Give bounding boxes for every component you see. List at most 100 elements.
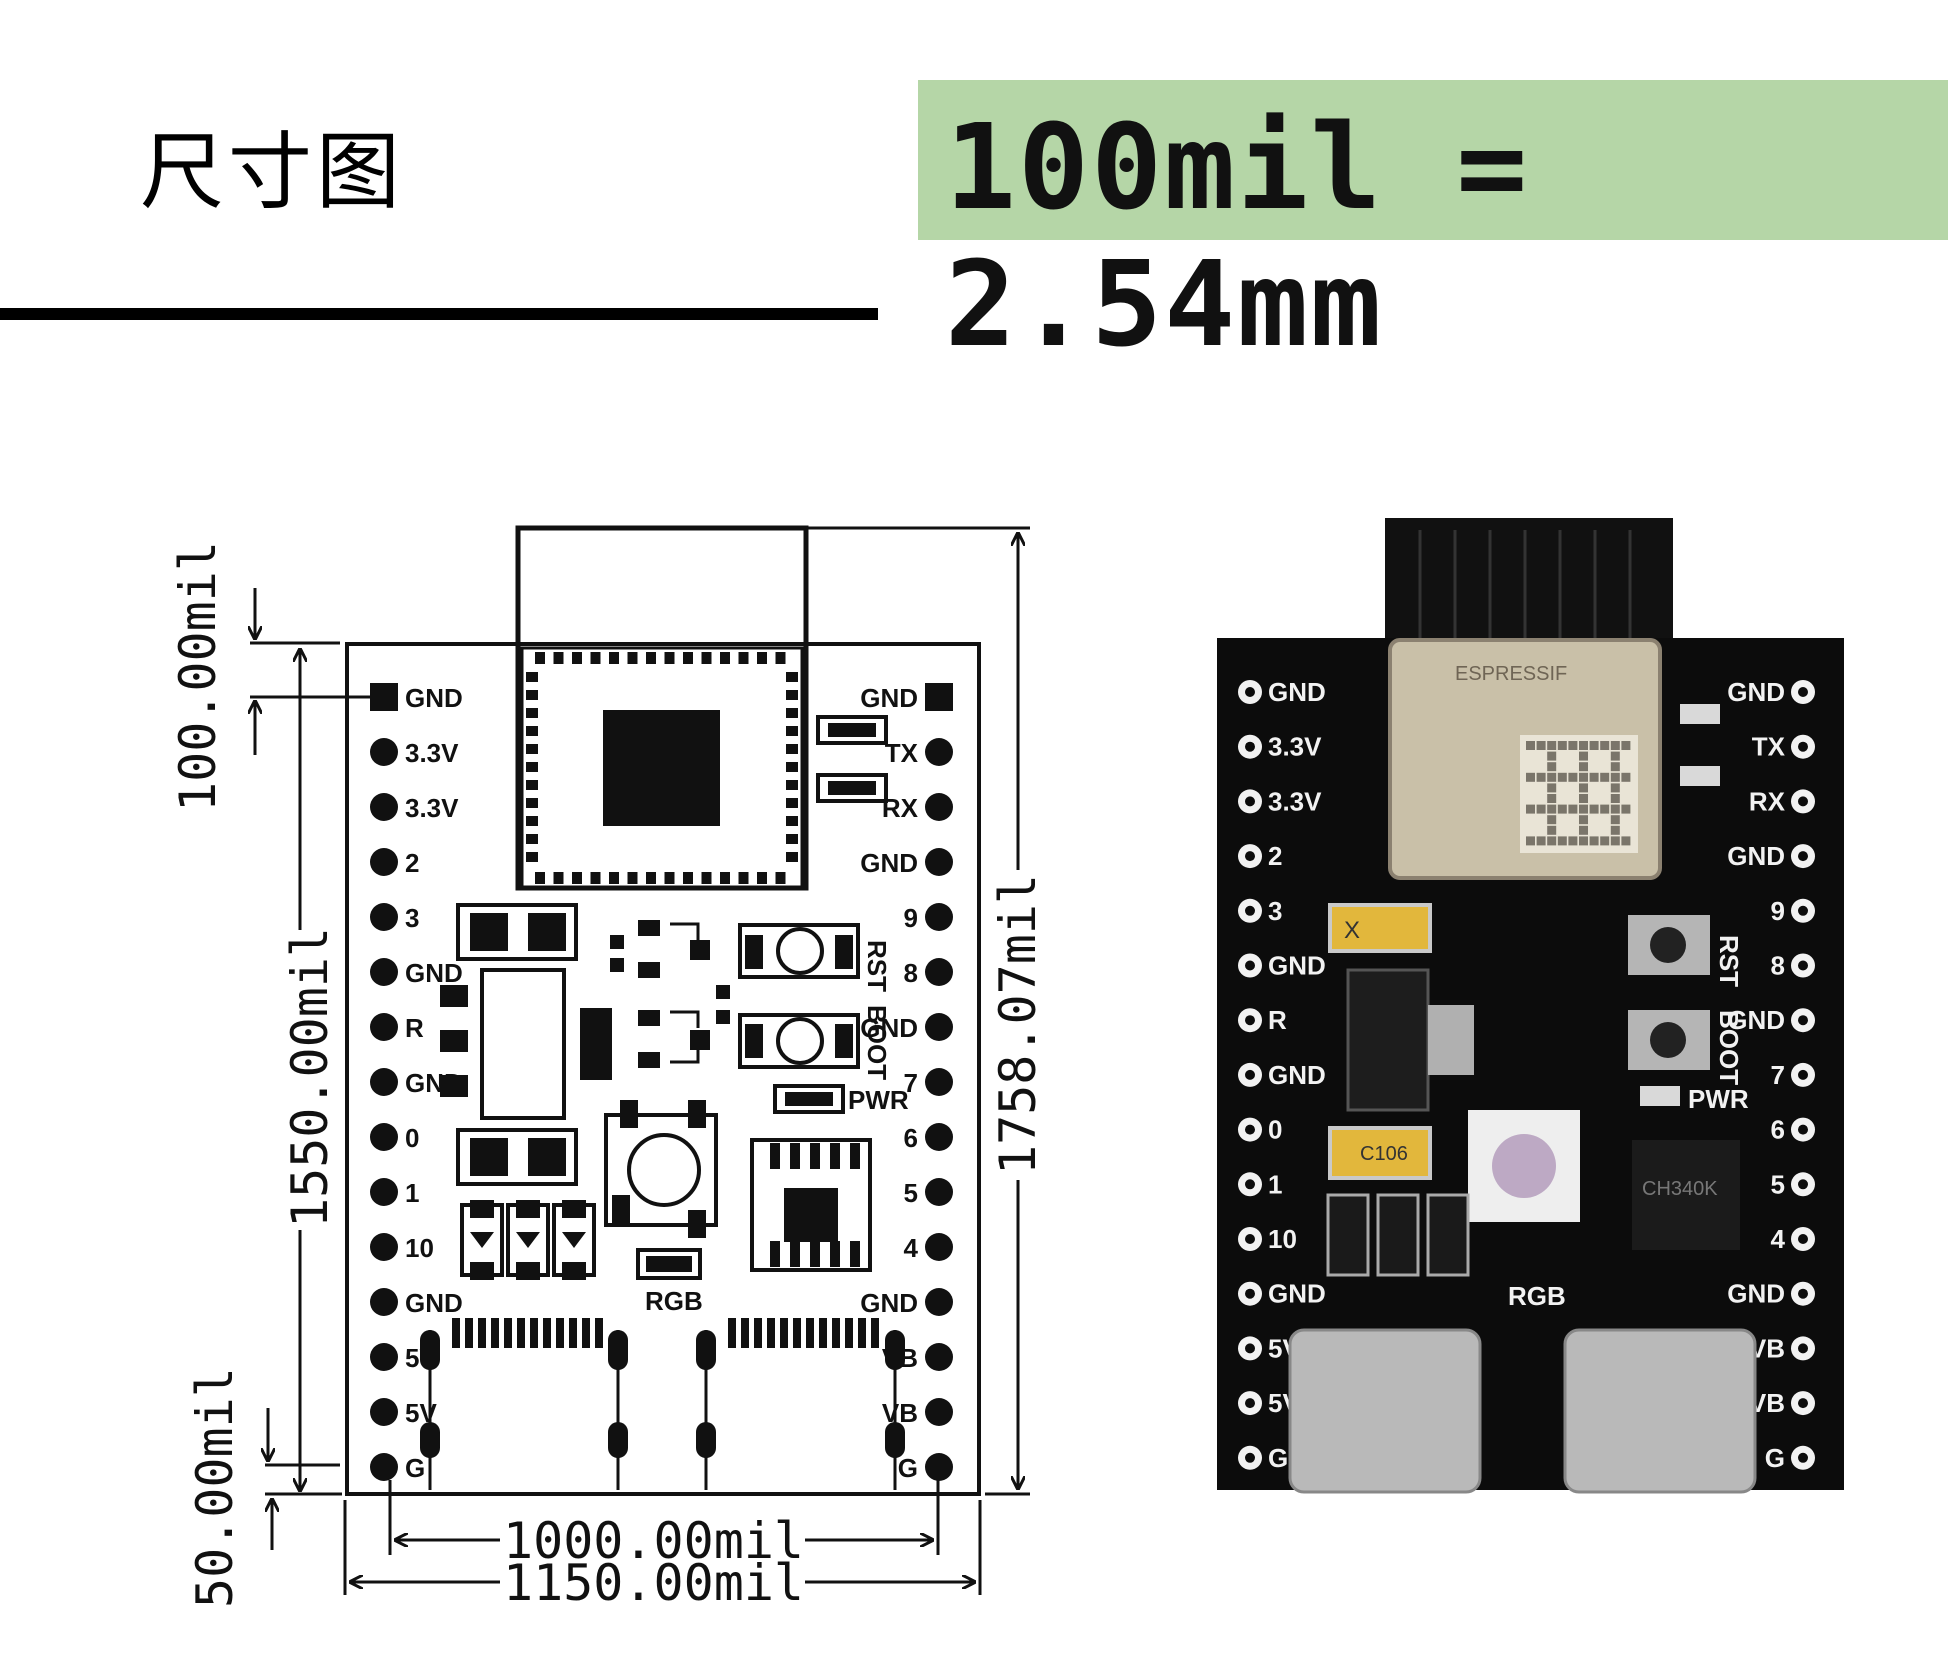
header-pad-right <box>925 1453 953 1481</box>
photo-pin-label-right: 7 <box>1771 1060 1785 1090</box>
pin-label-left: 10 <box>405 1233 434 1263</box>
module-pads <box>520 646 804 890</box>
photo-pin-label-left: 3.3V <box>1268 786 1322 816</box>
photo-pin-label-left: GND <box>1268 1279 1326 1309</box>
pin-label-left: R <box>405 1013 424 1043</box>
header-pad-right <box>925 1233 953 1261</box>
page-title: 尺寸图 <box>140 123 405 221</box>
usb-pin <box>517 1318 525 1348</box>
pin-label-left: 0 <box>405 1123 419 1153</box>
photo-pin-label-left: R <box>1268 1005 1287 1035</box>
photo-cap-small-mark: X <box>1344 917 1360 944</box>
pin-label-right: RX <box>882 793 919 823</box>
module-pad <box>526 834 538 844</box>
left-header-pads <box>370 738 398 1481</box>
photo-pin-label-right: 6 <box>1771 1115 1785 1145</box>
module-pad <box>786 726 798 736</box>
rgb-led-marker <box>636 1248 702 1280</box>
photo-cap-large <box>1328 1126 1432 1180</box>
scale-note-line2: 2.54mm <box>945 235 1384 373</box>
header-pad-left <box>370 793 398 821</box>
pin-label-right: VB <box>882 1398 918 1428</box>
chip-pin <box>830 1143 840 1169</box>
module-pad <box>609 652 619 664</box>
total-height-label: 1758.07mil <box>989 874 1047 1175</box>
photo-rst-label: RST <box>1714 935 1744 987</box>
diode-pad <box>516 1200 540 1218</box>
module-pad <box>526 816 538 826</box>
pin-label-left: 3.3V <box>405 738 459 768</box>
usb-pin <box>858 1318 866 1348</box>
module-pad <box>526 762 538 772</box>
photo-pin-label-right: GND <box>1727 1005 1785 1035</box>
header-pad-left <box>370 1123 398 1151</box>
module-pad <box>535 652 545 664</box>
board-width-label: 1150.00mil <box>503 1554 804 1612</box>
module-pad <box>553 652 564 664</box>
pin-label-left: GND <box>405 683 463 713</box>
gnd-square-pad-right <box>925 683 953 711</box>
usb-pin <box>595 1318 603 1348</box>
usb-pin <box>832 1318 840 1348</box>
module-pad <box>786 708 798 718</box>
photo-module-brand: ESPRESSIF <box>1455 663 1567 685</box>
header-pad-left <box>370 848 398 876</box>
pin-label-left: 1 <box>405 1178 419 1208</box>
module-pad-row <box>526 652 798 884</box>
module-pad <box>646 652 656 664</box>
usb-pin <box>504 1318 512 1348</box>
header-pad-left <box>370 1068 398 1096</box>
module-pad <box>775 872 786 884</box>
pin-label-left: 3 <box>405 903 419 933</box>
diode-symbol <box>562 1232 586 1248</box>
rst-label: RST <box>862 940 892 992</box>
module-pad <box>720 652 730 664</box>
photo-pin-label-right: 5 <box>1771 1169 1785 1199</box>
antenna-traces <box>1418 530 1632 640</box>
rx-led <box>816 773 888 803</box>
chip-pin <box>770 1241 780 1267</box>
photo-boot-label: BOOT <box>1714 1010 1744 1085</box>
diode-pad <box>562 1200 586 1218</box>
module-pad <box>590 872 601 884</box>
module-pad <box>526 852 538 862</box>
photo-pwr-label: PWR <box>1688 1084 1749 1114</box>
pin-label-right: GND <box>860 1288 918 1318</box>
module-pad <box>526 726 538 736</box>
module-pad <box>664 652 675 664</box>
photo-pin-label-right: G <box>1765 1443 1785 1473</box>
rgb-led-body <box>604 1100 718 1238</box>
header-pad-right <box>925 848 953 876</box>
usb-shell-pad <box>608 1330 628 1370</box>
chip-pin <box>790 1241 800 1267</box>
module-pad <box>590 652 601 664</box>
photo-pin-label-left: 3 <box>1268 896 1282 926</box>
usb-serial-chip <box>750 1138 872 1272</box>
usb-shell-pad <box>885 1330 905 1370</box>
module-pad <box>738 652 749 664</box>
pin-label-right: 5 <box>904 1178 918 1208</box>
diode-symbol <box>516 1232 540 1248</box>
usb-shell-pad <box>608 1422 628 1458</box>
rst-button <box>738 923 860 979</box>
pin-label-right: GND <box>860 848 918 878</box>
usb-shell-pad <box>420 1330 440 1370</box>
header-pad-left <box>370 958 398 986</box>
chip-pin <box>850 1143 860 1169</box>
module-pad <box>775 652 786 664</box>
photo-qr-code <box>1526 741 1631 846</box>
header-pad-left <box>370 738 398 766</box>
usb-pin <box>793 1318 801 1348</box>
module-pad <box>553 872 564 884</box>
pin-span-label: 1550.00mil <box>281 927 339 1228</box>
right-header-pads <box>925 738 953 1481</box>
transistor-1 <box>610 920 730 999</box>
bottom-margin-label: 50.00mil <box>186 1367 244 1608</box>
module-pad <box>720 872 730 884</box>
usb-serial-chip-pins <box>770 1143 860 1267</box>
pin-label-left: 3.3V <box>405 793 459 823</box>
header-pad-right <box>925 1398 953 1426</box>
